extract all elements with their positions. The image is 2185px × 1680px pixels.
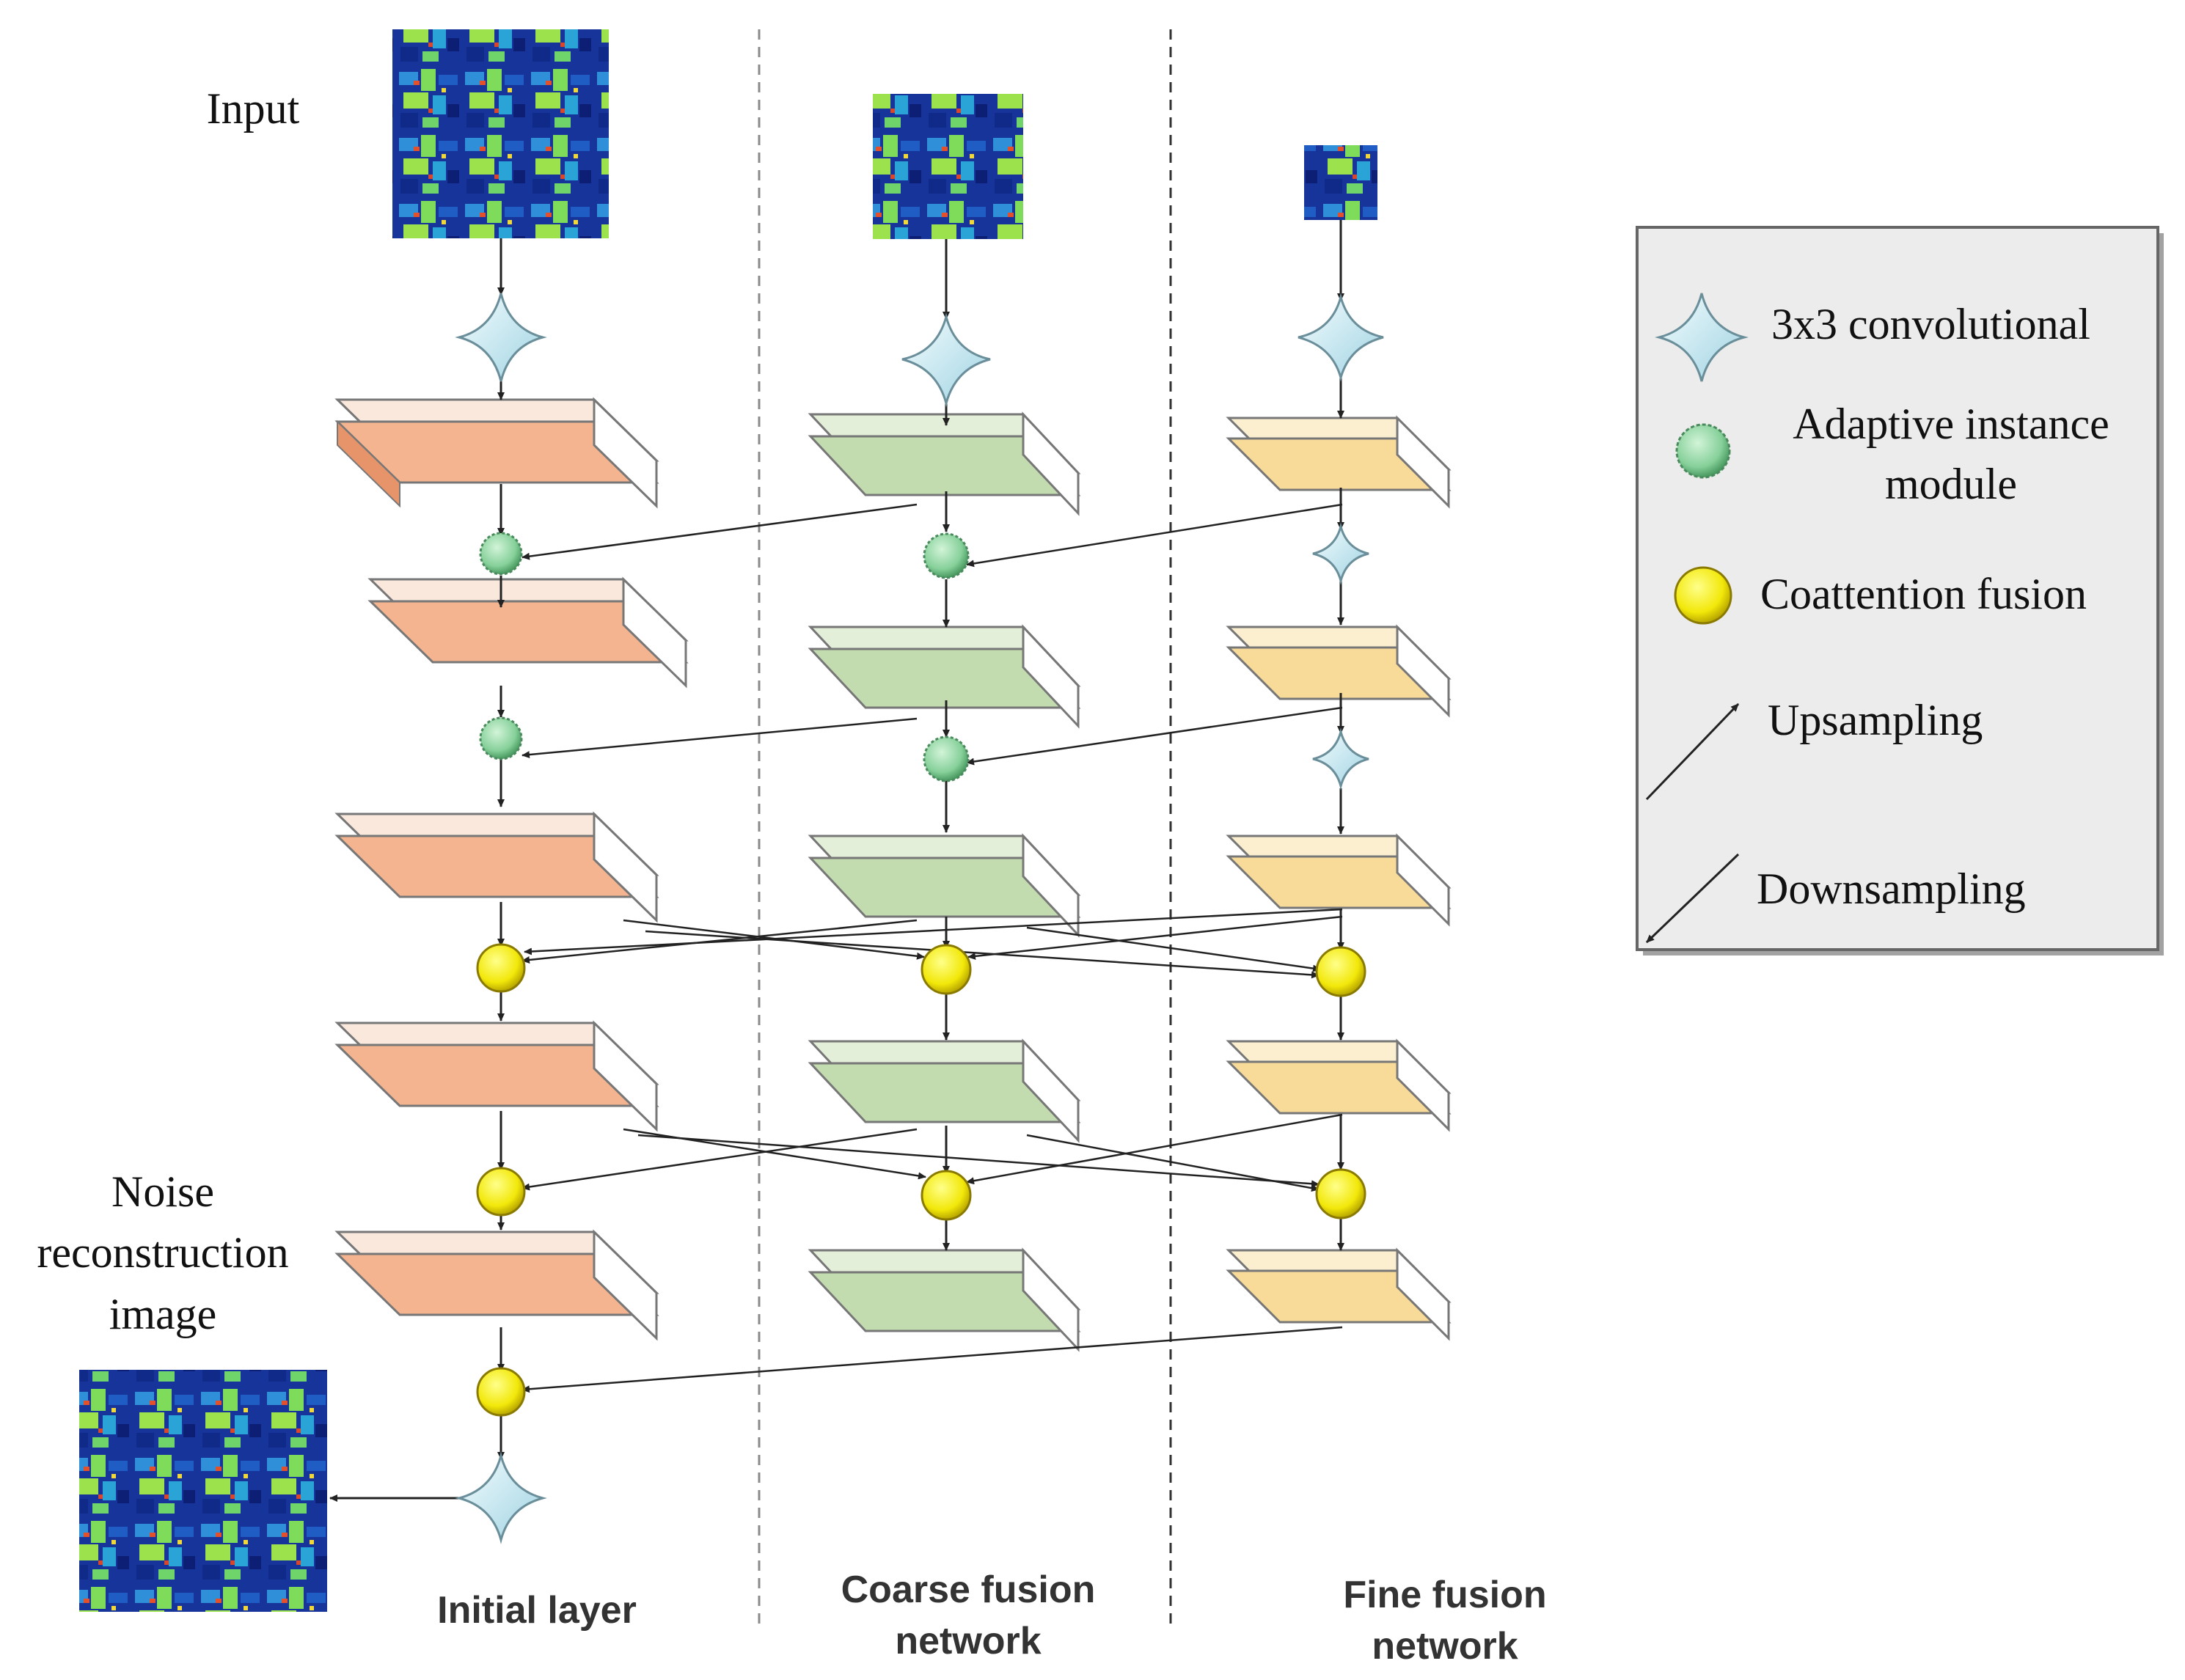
- conv-star: [1298, 293, 1384, 382]
- input-image: [392, 29, 609, 238]
- cross-column-arrows: [521, 503, 1343, 1393]
- initial-block: [334, 1020, 659, 1132]
- fine-block: [1226, 1038, 1452, 1132]
- coattention-node: [921, 944, 972, 995]
- initial-block: [334, 811, 659, 923]
- coattention-node: [476, 943, 526, 993]
- conv-star: [455, 1451, 547, 1544]
- conv-star: [455, 293, 547, 382]
- conv-star: [1312, 522, 1369, 585]
- output-image: [79, 1370, 327, 1612]
- legend-downsampling-icon: [1645, 853, 1740, 944]
- coarse-block: [808, 1247, 1081, 1352]
- fine-block: [1226, 624, 1452, 718]
- coattention-node: [476, 1367, 526, 1417]
- fine-label-line1: Fine fusion: [1343, 1574, 1546, 1616]
- fine-block: [1226, 415, 1452, 509]
- legend-adaptive-icon: [1675, 423, 1731, 479]
- legend-adaptive-label-line2: module: [1885, 460, 2017, 508]
- coarse-label-line1: Coarse fusion: [841, 1569, 1096, 1611]
- legend-adaptive-label-line1: Adaptive instance: [1793, 400, 2109, 448]
- legend-conv-icon: [1655, 293, 1749, 382]
- coattention-node: [1315, 946, 1366, 997]
- coattention-node: [1315, 1168, 1366, 1219]
- adaptive-instance-node: [923, 532, 970, 579]
- fine-input-image: [1304, 145, 1377, 220]
- initial-block: [334, 1229, 659, 1341]
- coarse-block: [808, 833, 1081, 938]
- fine-block: [1226, 1247, 1452, 1341]
- fine-block: [1226, 833, 1452, 927]
- conv-star: [1312, 727, 1369, 791]
- legend-downsampling-label: Downsampling: [1757, 865, 2026, 913]
- coattention-node: [476, 1167, 526, 1217]
- initial-block: [367, 576, 689, 689]
- coarse-label-line2: network: [895, 1620, 1041, 1662]
- legend-upsampling-icon: [1645, 703, 1740, 801]
- coarse-input-image: [873, 94, 1023, 239]
- coattention-node: [921, 1170, 972, 1221]
- conv-star: [901, 312, 991, 408]
- noise-label-line2: reconstruction: [37, 1228, 288, 1277]
- noise-label-line3: image: [109, 1290, 217, 1338]
- fine-label-line2: network: [1372, 1625, 1518, 1668]
- adaptive-instance-node: [923, 736, 970, 782]
- vertical-flow-arrows: [329, 220, 1344, 1502]
- initial-layer-label: Initial layer: [437, 1589, 637, 1632]
- legend-upsampling-label: Upsampling: [1768, 696, 1983, 744]
- initial-block: [334, 397, 659, 509]
- coarse-block: [808, 1038, 1081, 1143]
- input-label: Input: [207, 84, 300, 133]
- legend-conv-label: 3x3 convolutional: [1771, 300, 2090, 348]
- adaptive-instance-node: [479, 532, 523, 576]
- noise-label-line1: Noise: [111, 1167, 214, 1216]
- legend-coattention-label: Coattention fusion: [1760, 570, 2087, 618]
- coarse-block: [808, 624, 1081, 729]
- adaptive-instance-node: [479, 716, 523, 760]
- legend-coattention-icon: [1674, 566, 1732, 625]
- legend: 3x3 convolutional Adaptive instance modu…: [1636, 226, 2164, 955]
- coarse-block: [808, 411, 1081, 516]
